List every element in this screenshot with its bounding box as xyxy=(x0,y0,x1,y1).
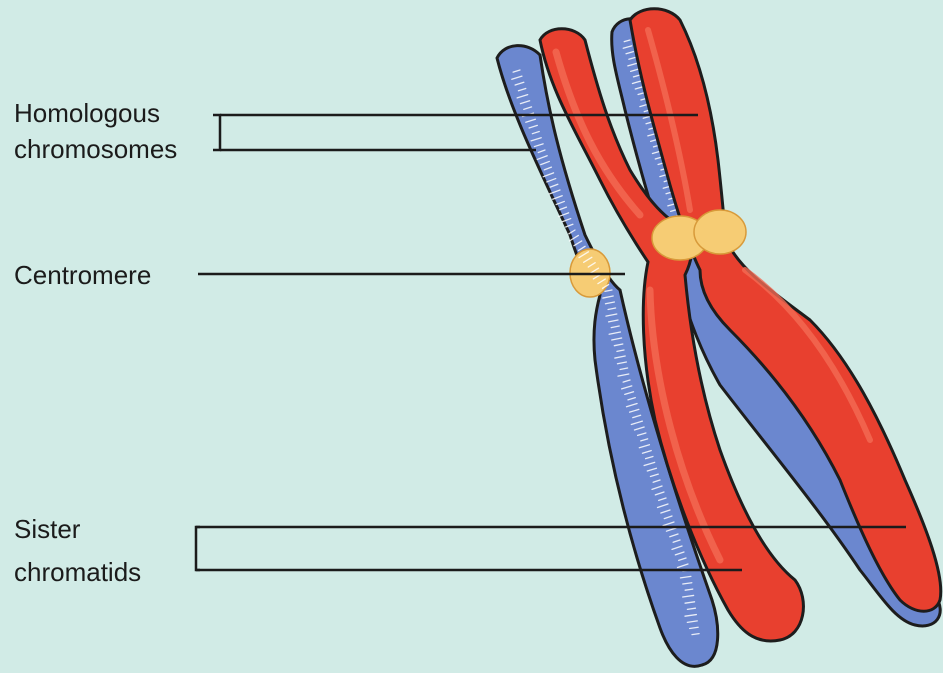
label-homologous-line1: Homologous xyxy=(14,96,160,130)
label-sister-line1: Sister xyxy=(14,512,80,546)
red-centromere-right xyxy=(694,210,746,254)
label-homologous-line2: chromosomes xyxy=(14,132,177,166)
label-sister-line2: chromatids xyxy=(14,555,141,589)
homologous-bracket xyxy=(213,115,220,150)
sister-bracket xyxy=(196,527,200,570)
label-centromere: Centromere xyxy=(14,258,151,292)
